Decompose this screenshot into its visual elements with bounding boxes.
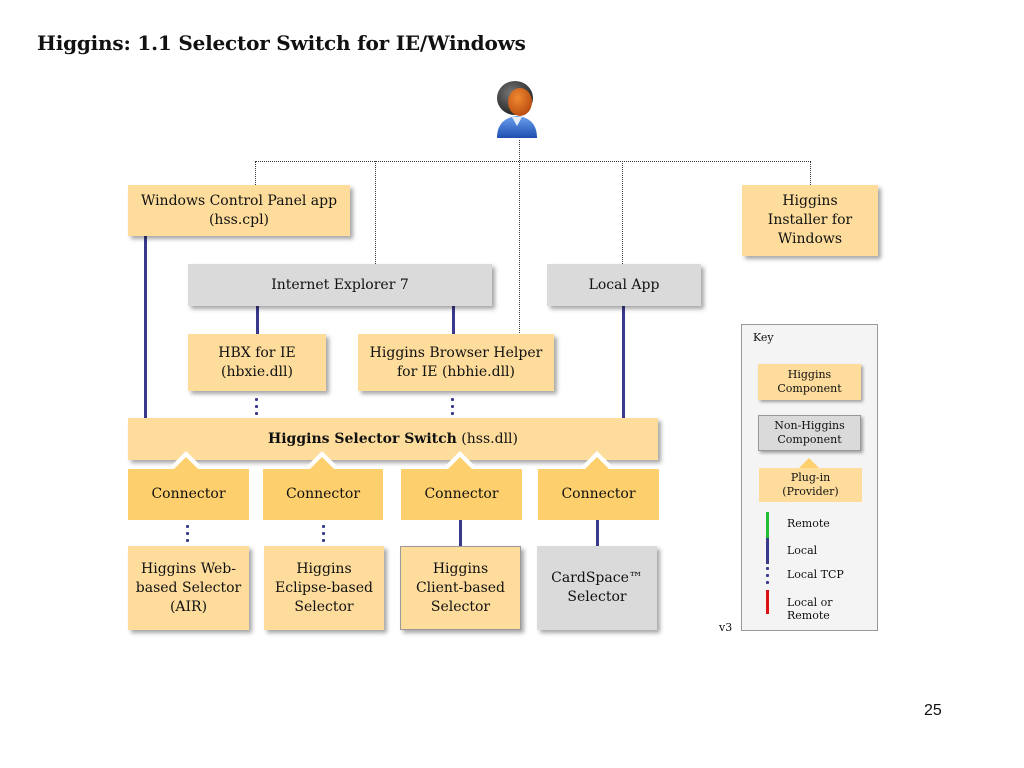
key-remote-line <box>766 512 769 538</box>
key-local-tcp-line <box>766 567 769 588</box>
legend-key: Key Higgins Component Non-Higgins Compon… <box>741 324 878 631</box>
page-number: 25 <box>924 702 942 719</box>
key-plugin-provider: Plug-in (Provider) <box>759 468 862 502</box>
key-title: Key <box>753 331 774 344</box>
key-local-tcp-label: Local TCP <box>787 568 844 581</box>
control-panel-app: Windows Control Panel app (hss.cpl) <box>128 185 350 236</box>
cardspace-selector: CardSpace™ Selector <box>537 546 657 630</box>
hbx-for-ie: HBX for IE (hbxie.dll) <box>188 334 326 391</box>
local-line <box>452 306 455 334</box>
internet-explorer-7: Internet Explorer 7 <box>188 264 492 306</box>
version-label: v3 <box>719 621 733 634</box>
higgins-installer: Higgins Installer for Windows <box>742 185 878 256</box>
connector-4: Connector <box>538 469 659 520</box>
local-tcp-line <box>451 398 454 419</box>
key-plugin-arrow <box>799 458 819 468</box>
local-line <box>459 520 462 546</box>
key-remote-label: Remote <box>787 517 830 530</box>
eclipse-based-selector: Higgins Eclipse-based Selector <box>264 546 384 630</box>
web-based-selector: Higgins Web- based Selector (AIR) <box>128 546 249 630</box>
key-local-label: Local <box>787 544 818 557</box>
local-line <box>144 236 147 418</box>
higgins-browser-helper: Higgins Browser Helper for IE (hbhie.dll… <box>358 334 554 391</box>
user-link <box>375 161 376 264</box>
local-line <box>622 306 625 418</box>
user-bus <box>255 161 811 162</box>
plugin-arrow <box>310 457 334 469</box>
person-avatar-icon <box>497 81 537 138</box>
user-link <box>519 140 520 335</box>
plugin-arrow <box>585 457 609 469</box>
local-tcp-line <box>322 525 325 546</box>
connector-1: Connector <box>128 469 249 520</box>
local-app: Local App <box>547 264 701 306</box>
key-higgins-component: Higgins Component <box>758 364 861 400</box>
user-link <box>622 161 623 264</box>
key-local-or-remote-line <box>766 590 769 614</box>
user-link <box>255 161 256 185</box>
slide-title: Higgins: 1.1 Selector Switch for IE/Wind… <box>37 31 526 55</box>
key-non-higgins-component: Non-Higgins Component <box>758 415 861 451</box>
connector-2: Connector <box>263 469 383 520</box>
plugin-arrow <box>448 457 472 469</box>
connector-3: Connector <box>401 469 522 520</box>
local-tcp-line <box>186 525 189 546</box>
user-link <box>810 161 811 185</box>
plugin-arrow <box>174 457 198 469</box>
local-line <box>256 306 259 334</box>
local-tcp-line <box>255 398 258 419</box>
local-line <box>596 520 599 546</box>
key-local-or-remote-label: Local or Remote <box>787 596 833 622</box>
client-based-selector: Higgins Client-based Selector <box>400 546 521 630</box>
higgins-selector-switch: Higgins Selector Switch (hss.dll) <box>128 418 658 460</box>
key-local-line <box>766 538 769 564</box>
